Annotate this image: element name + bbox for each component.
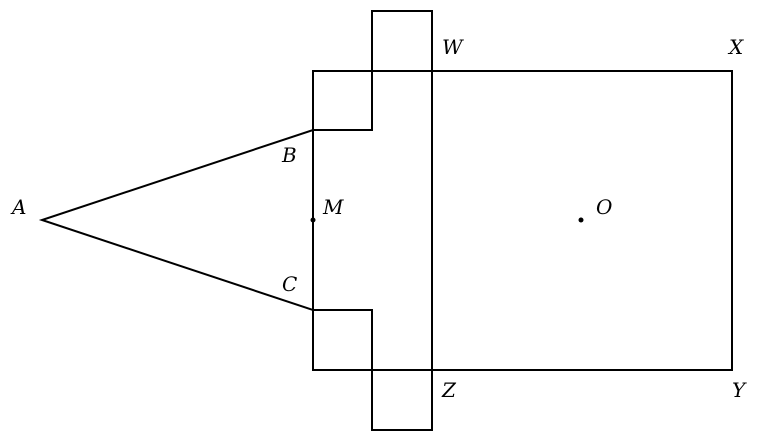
label-z: Z — [441, 378, 457, 402]
label-x: X — [727, 35, 744, 59]
top-tab — [371, 10, 433, 72]
label-y: Y — [732, 378, 747, 402]
point-m — [310, 217, 316, 223]
label-w: W — [442, 35, 464, 59]
label-a: A — [10, 195, 26, 219]
bottom-tab — [371, 369, 433, 431]
rectangle-wxyz — [431, 70, 733, 371]
label-c: C — [282, 272, 297, 296]
point-o — [578, 217, 584, 223]
label-o: O — [596, 195, 612, 219]
label-m: M — [322, 195, 344, 219]
triangle-abc — [38, 128, 315, 312]
label-b: B — [281, 143, 297, 167]
